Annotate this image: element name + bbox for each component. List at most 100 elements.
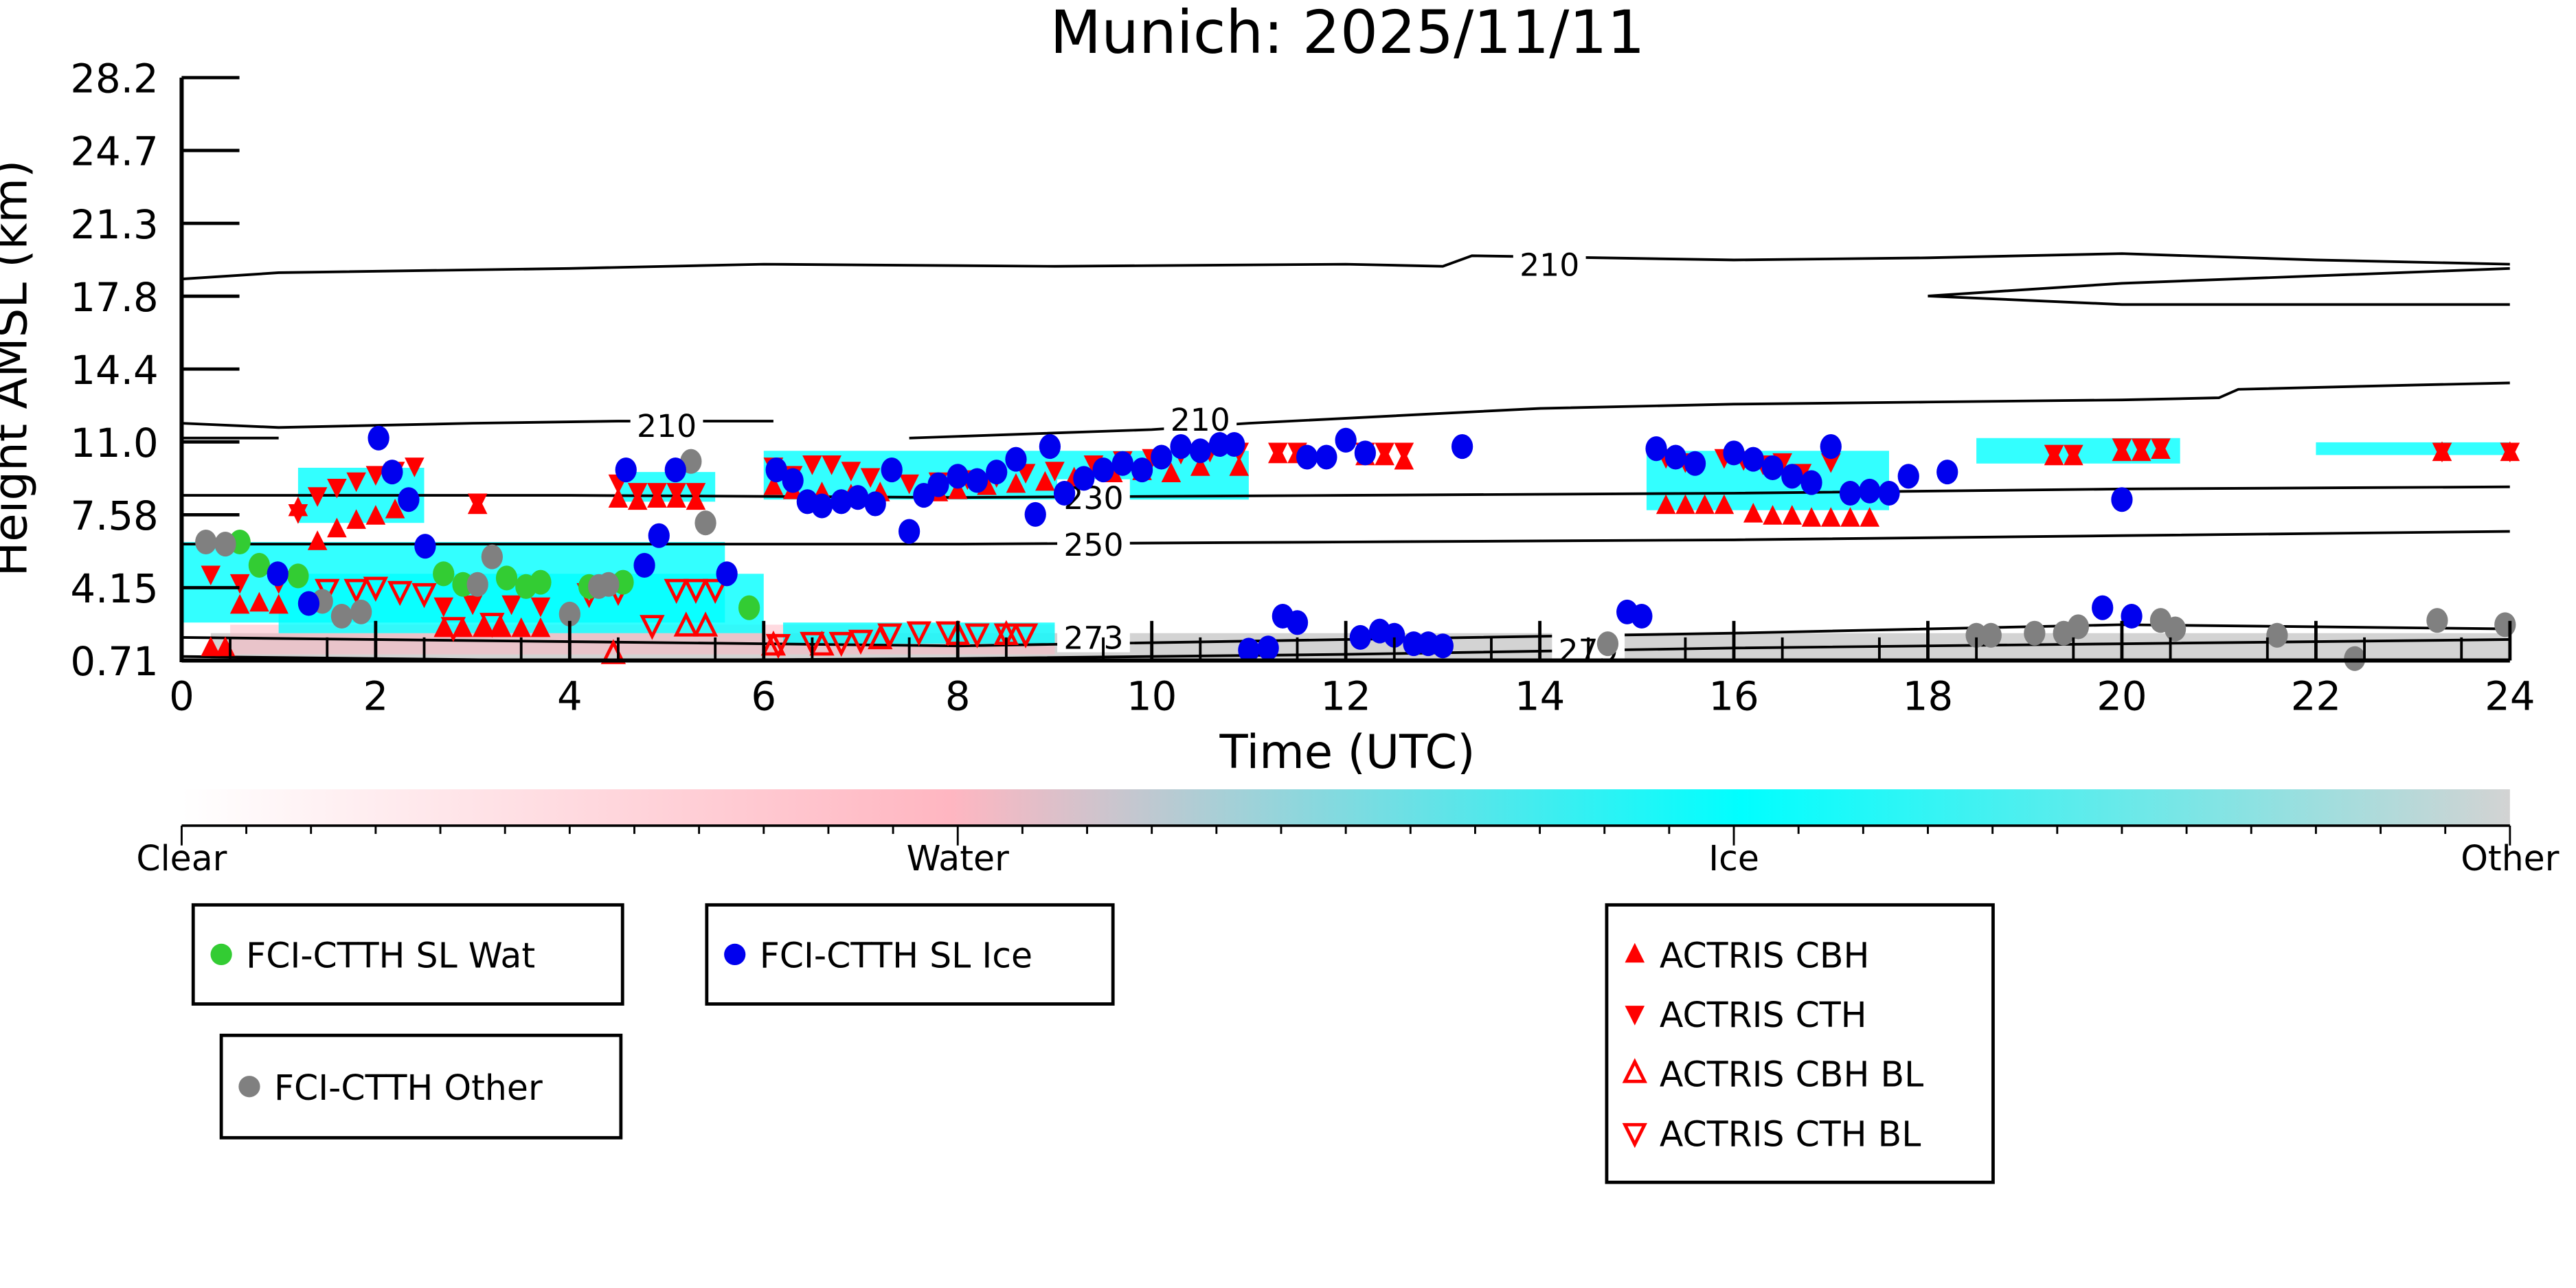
fci-ctth-other-marker [598,572,620,597]
fci-ctth-sl-ice-marker [1296,444,1318,470]
actris-cbh-marker [346,509,366,529]
actris-cbh-marker [307,530,328,550]
actris-cth-bl-marker [935,621,961,646]
y-tick-label: 0.71 [70,638,158,685]
fci-ctth-sl-ice-marker [811,493,833,519]
y-tick-label: 17.8 [70,274,158,321]
actris-cth-marker [405,457,425,477]
fci-ctth-other-marker [694,510,716,536]
fci-ctth-sl-ice-marker [1315,444,1337,470]
y-tick-label: 14.4 [70,347,158,394]
y-tick-label: 28.2 [70,56,158,102]
fci-ctth-other-marker [481,544,503,569]
fci-ctth-other-legend-marker [238,1076,260,1098]
x-tick-label: 14 [1515,673,1565,720]
contour-label: 210 [637,408,697,444]
contour-label: 273 [1063,620,1123,657]
fci-ctth-sl-ice-marker [1335,427,1357,453]
actris-cbh-marker [472,617,493,637]
colorbar-label-clear: Clear [136,838,227,879]
fci-ctth-sl-ice-marker [864,491,886,517]
actris-cth-bl-marker [479,613,505,638]
fci-ctth-sl-wat-marker [738,595,760,620]
actris-cbh-marker [763,475,784,495]
chart-title: Munich: 2025/11/11 [1050,0,1645,67]
fci-ctth-sl-ice-marker [664,457,686,483]
actris-cth-marker [530,597,551,618]
actris-cth-marker [501,595,521,615]
fci-ctth-other-marker [2494,612,2516,637]
actris-cth-marker [2151,438,2171,458]
markers [195,425,2520,671]
fci-ctth-sl-ice-marker [1354,440,1377,466]
fci-ctth-sl-ice-marker [1664,444,1686,470]
fci-ctth-sl-ice-marker [1286,610,1309,635]
y-axis-label: Height AMSL (km) [0,160,37,577]
actris-cbh-marker [530,617,551,637]
fci-ctth-other-marker [195,529,217,555]
fci-ctth-sl-ice-marker [267,561,289,587]
legend-box: FCI-CTTH SL Wat [191,903,624,1006]
actris-cth-bl-marker [664,578,689,605]
fci-ctth-sl-ice-marker [1257,635,1279,661]
legend-label: ACTRIS CBH BL [1660,1054,1923,1095]
actris-cth-marker [2432,442,2452,463]
colorbar-label-ice: Ice [1708,838,1759,879]
actris-cbh-marker [1006,473,1026,493]
legend-label: FCI-CTTH Other [274,1067,543,1108]
fci-ctth-sl-ice-marker [1238,637,1260,663]
fci-ctth-sl-ice-marker [1432,633,1454,659]
fci-ctth-other-marker [2164,616,2187,642]
fci-ctth-sl-ice-marker [1383,622,1405,648]
colorbar-label-water: Water [907,838,1009,879]
colorbar: Clear Water Ice Other [136,789,2560,879]
fci-ctth-sl-ice-marker [898,519,920,544]
actris-cbh-marker [249,591,269,612]
fci-ctth-sl-wat-marker [248,552,271,578]
fci-ctth-sl-ice-marker [966,468,988,493]
legend-label: FCI-CTTH SL Wat [246,936,535,976]
fci-ctth-sl-ice-marker [1723,440,1745,466]
fci-ctth-other-marker [2024,620,2046,646]
legend-label: FCI-CTTH SL Ice [760,936,1032,976]
fci-ctth-sl-ice-marker [1053,480,1076,506]
actris-cth-marker [802,455,822,475]
fci-ctth-sl-ice-marker [1039,434,1061,460]
actris-cth-marker [627,483,648,503]
legend-frame [705,903,1115,1006]
actris-cth-marker [2131,438,2151,458]
fci-ctth-sl-ice-marker [947,464,969,489]
colorbar-gradient [181,789,2510,826]
x-tick-label: 20 [2097,673,2147,720]
actris-cth-bl-marker [363,576,389,602]
fci-ctth-sl-ice-marker [1645,436,1667,462]
actris-cbh-marker [1161,462,1182,482]
colorbar-label-other: Other [2461,838,2560,879]
actris-cbh-marker [1229,456,1250,476]
fci-ctth-other-marker [2426,608,2448,633]
fci-ctth-sl-ice-marker [398,487,420,512]
contour-label-bg [1164,400,1237,434]
actris-cbh-marker [1190,456,1210,476]
fci-ctth-sl-ice-marker [927,472,949,497]
actris-cbh-marker [1782,505,1803,525]
fci-ctth-sl-ice-marker [1170,434,1192,460]
fci-ctth-sl-ice-marker [381,460,403,485]
actris-cth-marker [201,565,221,586]
actris-cbh-marker [1801,507,1822,527]
fci-ctth-sl-ice-marker [1859,478,1881,504]
actris-cth-marker [1375,442,1394,463]
fci-ctth-sl-wat-marker [530,569,552,595]
fci-ctth-other-marker [2266,622,2288,648]
actris-cbh-marker [269,594,289,614]
actris-cth-bl-marker [387,580,413,607]
actris-cth-bl-marker [683,578,709,605]
actris-cth-marker [1045,462,1065,482]
actris-cth-bl-marker [702,578,728,605]
fci-ctth-other-marker [1980,622,2002,648]
contour-line [181,485,2510,499]
actris-cth-marker [288,504,308,524]
actris-cth-bl-marker [1013,623,1039,648]
